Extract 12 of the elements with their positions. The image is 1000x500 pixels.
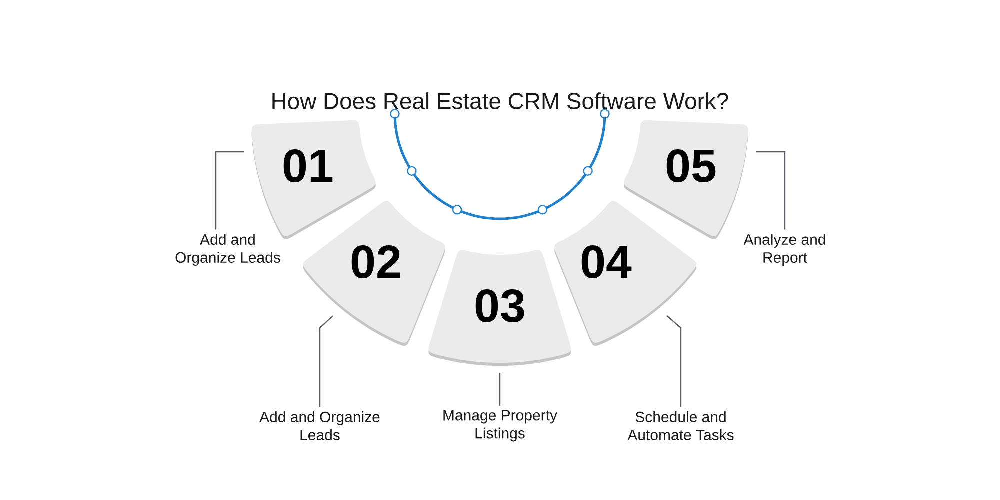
segment-card: 04 — [554, 201, 697, 346]
step-label: Schedule and Automate Tasks — [628, 412, 734, 441]
leader-line — [666, 316, 682, 408]
leader-line — [756, 151, 786, 230]
leader-line — [215, 151, 244, 230]
segment-card: 03 — [428, 250, 572, 366]
step-label: Manage Property Listings — [444, 410, 558, 442]
segment-card: 02 — [303, 201, 446, 346]
leader-line — [319, 316, 334, 408]
title: How Does Real Estate CRM Software Work? — [272, 92, 728, 110]
leader-line — [499, 373, 501, 406]
step-label: Add and Organize Leads — [260, 412, 380, 441]
